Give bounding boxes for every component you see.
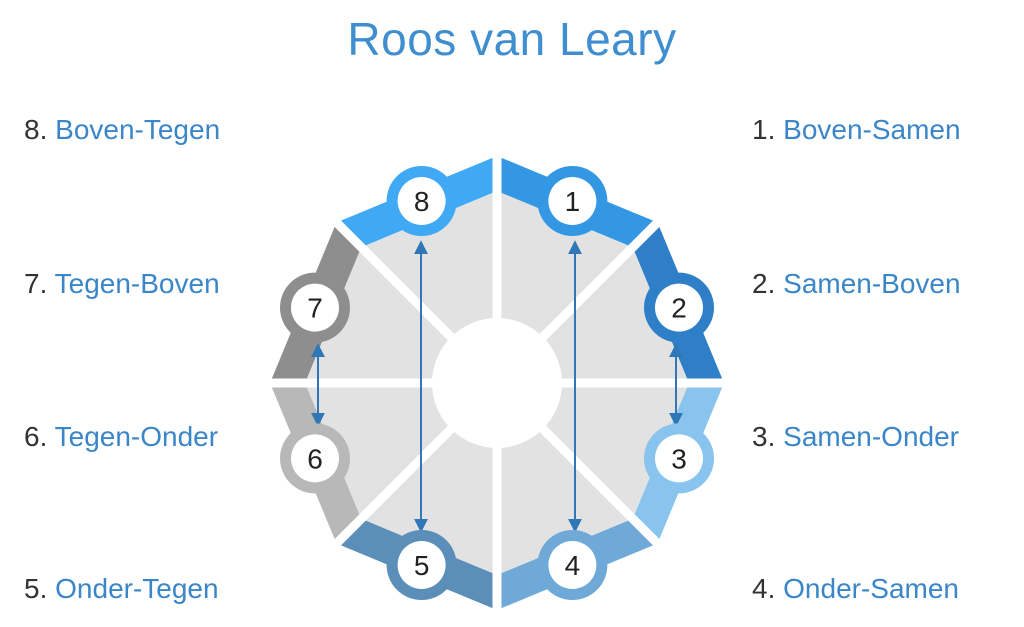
number-badges: 1 2 3 4 5 6 7 8 xyxy=(279,165,715,601)
badge-1: 1 xyxy=(537,165,608,236)
badge-4: 4 xyxy=(537,530,608,601)
label-segment-1: 1. Boven-Samen xyxy=(752,113,961,147)
badge-disc xyxy=(290,434,339,483)
badge-disc xyxy=(655,283,704,332)
badge-disc xyxy=(397,176,446,225)
badge-number: 2 xyxy=(671,293,687,324)
badge-number: 7 xyxy=(307,293,323,324)
label-text: Samen-Onder xyxy=(783,421,960,452)
badge-number: 4 xyxy=(565,550,581,581)
badge-disc xyxy=(548,541,597,590)
badge-disc xyxy=(655,434,704,483)
label-text: Boven-Samen xyxy=(783,114,961,145)
label-number: 8. xyxy=(24,114,48,145)
badge-number: 3 xyxy=(671,443,687,474)
label-segment-5: 5. Onder-Tegen xyxy=(24,572,219,606)
badge-number: 5 xyxy=(414,550,430,581)
label-text: Onder-Samen xyxy=(783,573,960,604)
badge-3: 3 xyxy=(644,423,715,494)
badge-number: 1 xyxy=(565,186,581,217)
badge-disc xyxy=(290,283,339,332)
badge-8: 8 xyxy=(386,165,457,236)
label-segment-4: 4. Onder-Samen xyxy=(752,572,959,606)
label-segment-7: 7. Tegen-Boven xyxy=(24,267,220,301)
page-title: Roos van Leary xyxy=(347,13,677,65)
badge-number: 6 xyxy=(307,443,323,474)
badge-disc xyxy=(548,176,597,225)
badge-number: 8 xyxy=(414,186,430,217)
badge-6: 6 xyxy=(279,423,350,494)
label-segment-3: 3. Samen-Onder xyxy=(752,420,959,454)
label-text: Boven-Tegen xyxy=(55,114,221,145)
label-segment-6: 6. Tegen-Onder xyxy=(24,420,218,454)
label-text: Tegen-Onder xyxy=(54,421,219,452)
center-hole xyxy=(432,318,562,448)
label-number: 2. xyxy=(752,268,776,299)
label-segment-8: 8. Boven-Tegen xyxy=(24,113,220,147)
label-number: 4. xyxy=(752,573,776,604)
label-number: 3. xyxy=(752,421,776,452)
label-text: Onder-Tegen xyxy=(55,573,219,604)
label-number: 1. xyxy=(752,114,776,145)
label-text: Samen-Boven xyxy=(783,268,961,299)
label-number: 6. xyxy=(24,421,48,452)
badge-disc xyxy=(397,541,446,590)
label-number: 7. xyxy=(24,268,48,299)
badge-7: 7 xyxy=(279,272,350,343)
label-number: 5. xyxy=(24,573,48,604)
relation-arrows xyxy=(311,240,683,533)
label-text: Tegen-Boven xyxy=(54,268,220,299)
badge-2: 2 xyxy=(644,272,715,343)
badge-5: 5 xyxy=(386,530,457,601)
label-segment-2: 2. Samen-Boven xyxy=(752,267,961,301)
